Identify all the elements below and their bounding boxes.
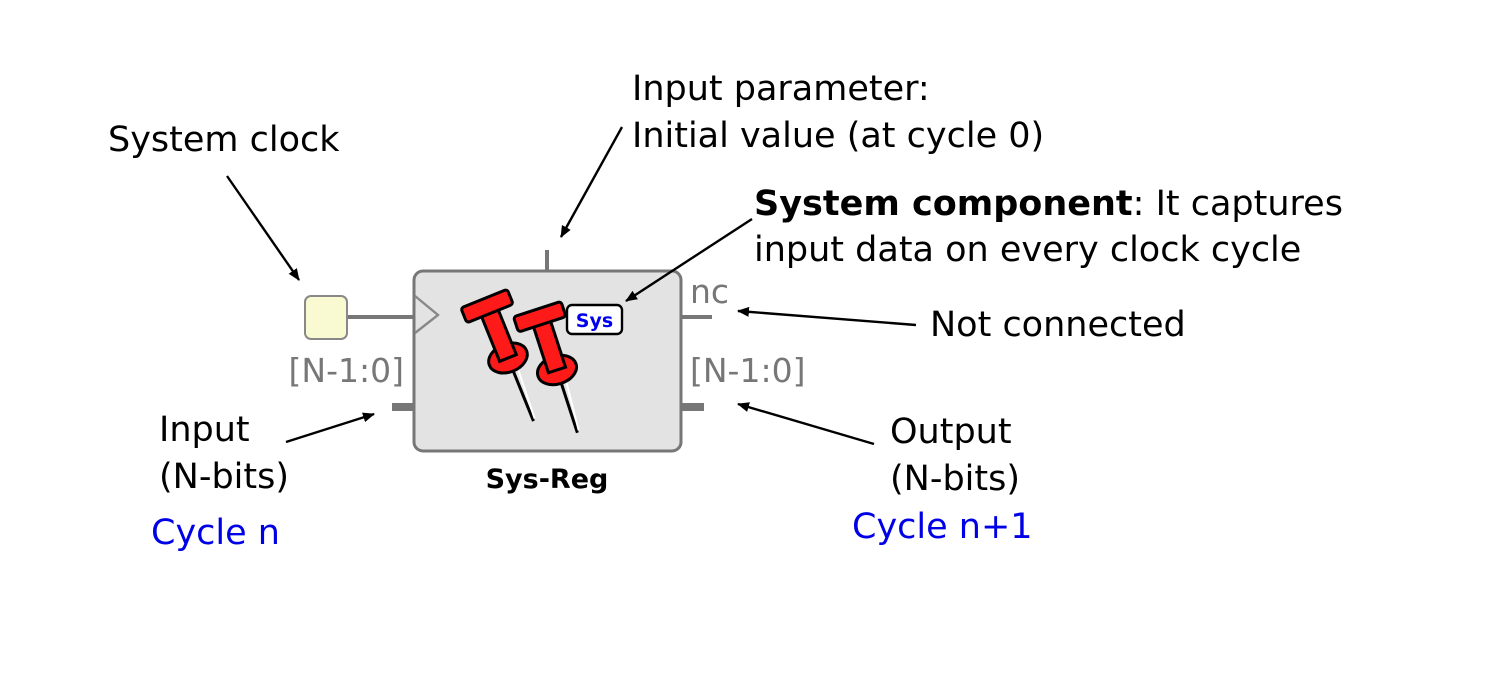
input-bits-label: (N-bits) [159,457,289,497]
system-component-arrow [625,217,753,303]
clock-input-box[interactable] [304,295,348,340]
clock-arrow [226,175,300,281]
init-param-arrow [559,126,624,238]
system-component-bold: System component [754,184,1133,224]
input-parameter-label: Input parameter: [632,69,930,109]
sys-badge: Sys [576,310,613,332]
input-arrow [285,412,375,444]
output-range-label: [N-1:0] [690,351,805,390]
output-label: Output [890,412,1012,452]
not-connected-arrow [737,306,917,327]
system-component-label-line2: input data on every clock cycle [754,230,1301,270]
nc-label: nc [690,272,729,311]
system-component-label: System component: It captures [754,184,1343,224]
input-cycle-label: Cycle n [151,513,280,553]
initial-value-label: Initial value (at cycle 0) [632,116,1044,156]
output-arrow [737,402,875,446]
clock-triangle-icon [414,295,440,334]
system-clock-label: System clock [108,120,340,160]
output-bits-label: (N-bits) [890,459,1020,499]
system-component-rest: : It captures [1133,184,1343,224]
pushpin-icon [460,288,580,434]
input-range-label: [N-1:0] [289,351,404,390]
component-name: Sys-Reg [486,464,609,495]
sys-badge-frame [565,303,624,336]
output-cycle-label: Cycle n+1 [852,507,1033,547]
not-connected-label: Not connected [930,305,1186,345]
input-label: Input [159,410,250,450]
